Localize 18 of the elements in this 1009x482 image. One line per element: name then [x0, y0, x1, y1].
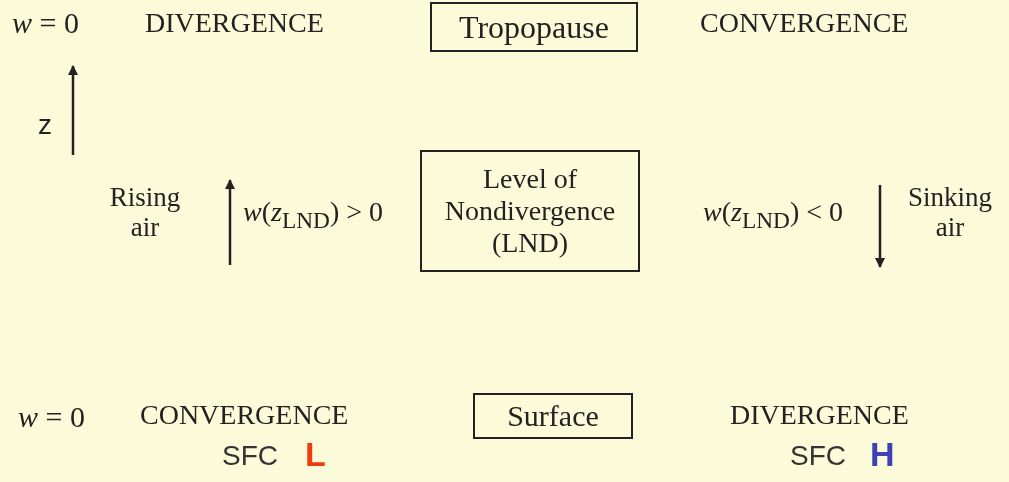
axis-label: z — [38, 110, 52, 141]
equation-label: w = 0 — [12, 6, 79, 39]
flow-label: Rising air — [108, 183, 182, 243]
equation-label: w(z$_{LND}$) < 0 — [703, 197, 843, 234]
text-box: Level of Nondivergence (LND) — [420, 150, 640, 272]
text-box: Surface — [473, 393, 633, 439]
convergence-label: CONVERGENCE — [700, 8, 909, 39]
surface-label: SFC — [222, 441, 278, 472]
divergence-label: DIVERGENCE — [145, 8, 324, 39]
high-pressure-symbol: H — [870, 436, 895, 474]
equation-label: w(z$_{LND}$) > 0 — [243, 197, 383, 234]
low-pressure-symbol: L — [305, 436, 326, 474]
surface-label: SFC — [790, 441, 846, 472]
equation-label: w = 0 — [18, 400, 85, 433]
flow-label: Sinking air — [907, 183, 993, 243]
divergence-label: DIVERGENCE — [730, 400, 909, 431]
convergence-label: CONVERGENCE — [140, 400, 349, 431]
text-box: Tropopause — [430, 2, 638, 52]
